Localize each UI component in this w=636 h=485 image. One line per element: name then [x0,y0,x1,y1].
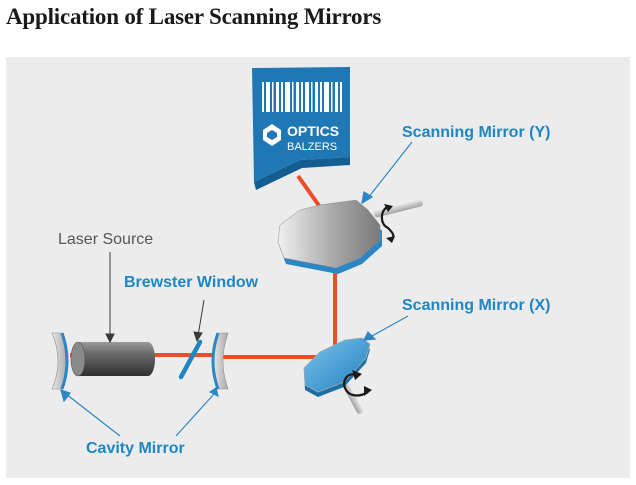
scanning-mirror-y [277,198,423,274]
logo-text-balzers: BALZERS [287,141,337,153]
target-logo-card: OPTICS BALZERS [252,67,350,190]
barcode [262,82,342,112]
label-cavity-mirror: Cavity Mirror [86,440,185,457]
label-scanning-mirror-x: Scanning Mirror (X) [402,297,551,314]
mirror-y-shaft [373,198,423,218]
scanning-mirror-x [303,337,371,414]
brewster-window [178,339,203,380]
pointer-lines [105,252,205,344]
cavity-mirror-left [51,332,69,390]
label-scanning-mirror-y: Scanning Mirror (Y) [402,124,551,141]
rotation-arrow-x-icon [343,370,372,397]
rotation-arrow-y-icon [380,204,395,243]
page-title: Application of Laser Scanning Mirrors [6,4,382,29]
pointer-lines-blue [60,141,413,437]
optics-balzers-logo-icon [263,124,281,146]
logo-text-optics: OPTICS [287,123,339,139]
label-laser-source: Laser Source [58,231,154,248]
label-brewster-window: Brewster Window [124,274,259,291]
laser-source-tube [70,341,155,377]
cavity-mirror-right [211,332,229,390]
